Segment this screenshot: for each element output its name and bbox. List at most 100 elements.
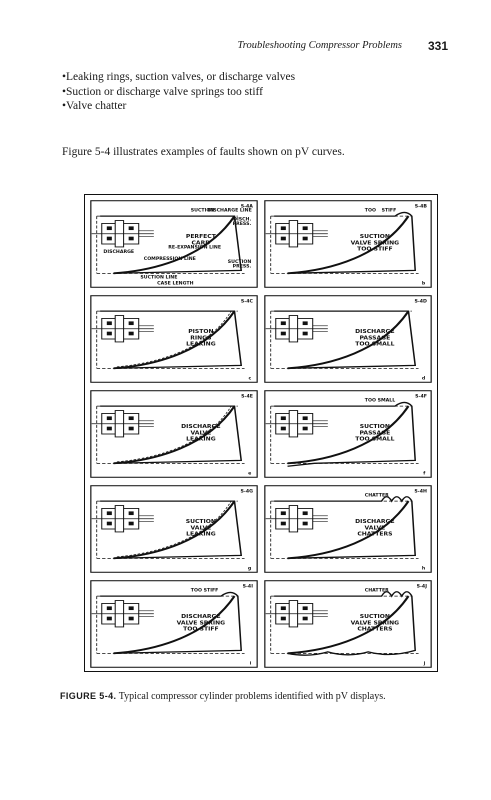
page-number: 331 [427,39,448,53]
top-annotation: TOO STIFF [191,588,219,594]
panel-letter: g [248,567,251,572]
side-annotation: SUCTION [228,259,252,265]
fault-label: DISCHARGE [355,519,395,525]
inner-annotation: RE-EXPANSION LINE [168,245,221,251]
panel-frame [264,200,432,288]
panel-letter: c [248,377,251,382]
compression-curve [287,405,410,465]
panel-frame [90,200,258,288]
fault-label: SUCTION [186,519,216,525]
fault-label: SUCTION [360,614,390,620]
side-annotation: PRESS. [233,222,252,228]
cylinder-schematic [265,220,328,248]
fault-label: LEAKING [186,342,216,348]
panel-frame [264,295,432,383]
compression-curve [287,215,410,275]
panel-code: S-4E [241,394,253,400]
fault-label: CARD [192,241,211,247]
compression-curve [287,595,410,655]
pv-card-outline [100,405,243,464]
fault-label: TOO STIFF [183,627,219,633]
bullet-list: Leaking rings, suction valves, or discha… [62,70,295,114]
fault-label: VALVE SPRING [351,241,400,247]
panel-letter: b [422,281,425,287]
pv-card-outline [274,310,417,369]
panel-code: S-4H [414,489,427,495]
compression-curve [287,500,410,560]
bullet-item: Suction or discharge valve springs too s… [62,85,295,100]
panel-frame [264,390,432,478]
fault-label: VALVE SPRING [351,621,400,627]
cylinder-schematic [265,505,328,533]
figure-caption: FIGURE 5-4. Typical compressor cylinder … [60,691,386,702]
fault-label: CHATTERS [357,627,392,633]
pv-card-outline [274,401,416,467]
fault-label: LEAKING [186,532,216,538]
compression-curve [287,310,410,370]
cylinder-schematic [265,410,328,438]
pv-card-outline [100,310,243,369]
cylinder-schematic [91,600,154,628]
fault-label: VALVE [191,431,212,437]
side-annotation: DISCH. [233,217,252,223]
fault-label: VALVE SPRING [177,621,226,627]
cylinder-schematic [91,410,154,438]
panel-frame [264,580,432,668]
fault-label: VALVE [365,526,386,532]
fault-label: LEAKING [186,437,216,443]
pv-card-outline [274,591,416,656]
fault-label: CHATTERS [357,532,392,538]
panel-frame [90,390,258,478]
fault-label: DISCHARGE [355,329,395,335]
cylinder-schematic [91,220,154,248]
inner-annotation: COMPRESSION LINE [144,256,196,262]
top-annotation: TOO [365,208,376,214]
fault-label: DISCHARGE [181,424,221,430]
compression-curve [113,215,236,275]
panel-letter: f [423,471,425,477]
side-annotation: PRESS. [233,264,252,270]
ideal-compression-curve [116,310,232,368]
caption-text: Typical compressor cylinder problems ide… [118,691,386,702]
panel-code: S-4I [243,584,254,590]
fault-label: VALVE [191,526,212,532]
panel-frame [90,580,258,668]
pv-card-outline [100,215,243,274]
cylinder-schematic [265,600,328,628]
fault-label: PASSAGE [360,431,391,437]
pv-card-outline [100,500,243,559]
fault-label: SUCTION [360,234,390,240]
top-annotation: CHATTER [365,588,390,594]
bottom-annotation: SUCTION LINE [140,275,177,281]
fault-label: DISCHARGE [181,614,221,620]
panel-frame [90,295,258,383]
fault-label: RINGS [190,336,211,342]
panel-letter: h [422,566,425,572]
fault-label: TOO STIFF [357,247,393,253]
fault-label: PASSAGE [360,336,391,342]
panel-letter: j [423,661,426,667]
pv-card-outline [100,591,242,654]
compression-curve [113,500,236,560]
top-annotation: TOO SMALL [365,398,396,404]
page-header: Troubleshooting Compressor Problems 331 [58,39,448,54]
panel-letter: e [248,472,251,477]
panel-code: S-4G [241,489,254,495]
ideal-compression-curve [116,500,232,558]
fault-label: TOO SMALL [355,437,395,443]
panel-code: S-4B [415,204,428,210]
pv-card-outline [274,496,416,559]
